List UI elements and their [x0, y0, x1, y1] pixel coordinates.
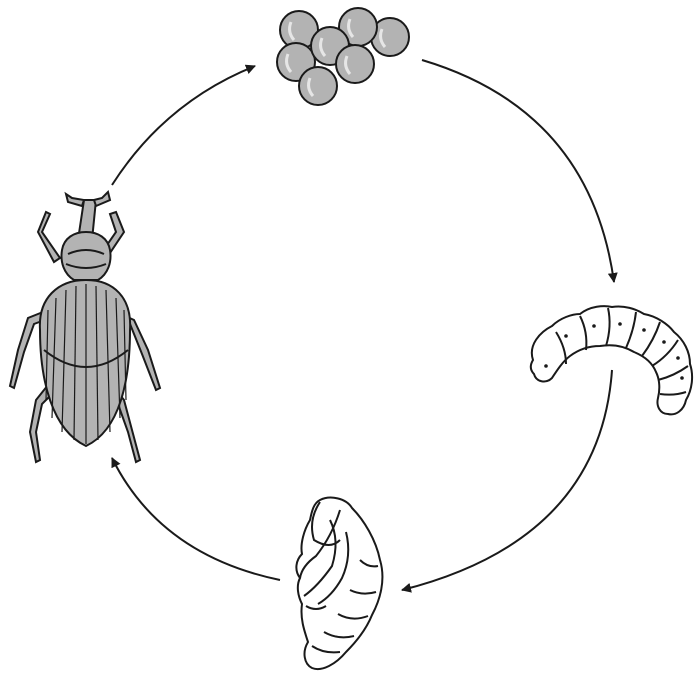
arrow-pupa-to-adult [112, 458, 280, 580]
arrow-eggs-to-larva [422, 60, 614, 282]
weevil-thorax [62, 232, 111, 280]
weevil-adult-icon [10, 192, 160, 462]
larva-icon [531, 306, 692, 414]
egg-cluster-icon [277, 8, 409, 105]
egg [336, 45, 374, 83]
arrow-adult-to-eggs [112, 66, 255, 185]
arrow-larva-to-pupa [402, 370, 612, 590]
egg [299, 67, 337, 105]
pupa-icon [296, 498, 382, 669]
cycle-arrows [112, 60, 614, 590]
